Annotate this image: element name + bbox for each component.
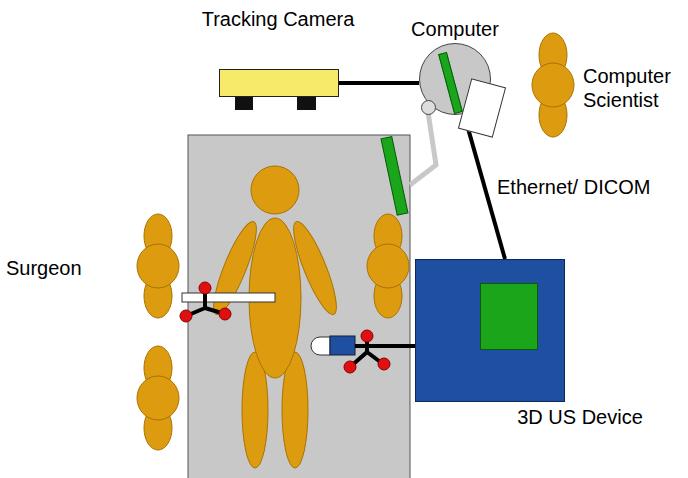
node-label: Computer	[400, 17, 510, 41]
edge-label: Ethernet/ DICOM	[497, 175, 650, 199]
node-label: 3D US Device	[495, 405, 665, 429]
computer: Computer	[400, 14, 510, 118]
node-label: Tracking Camera	[200, 7, 356, 31]
us-device-box	[415, 259, 565, 402]
role-label: Computer Scientist	[583, 64, 683, 112]
knob	[421, 100, 436, 115]
tracking-camera: Tracking Camera	[200, 4, 356, 110]
screen-strip	[438, 52, 463, 114]
camera-box	[219, 69, 339, 97]
paper-sheet	[458, 78, 506, 138]
us-device: 3D US Device	[415, 259, 665, 429]
role-label: Surgeon	[6, 256, 116, 280]
computer-disc	[419, 43, 491, 115]
us-screen	[480, 283, 538, 350]
connector-line	[339, 81, 419, 85]
